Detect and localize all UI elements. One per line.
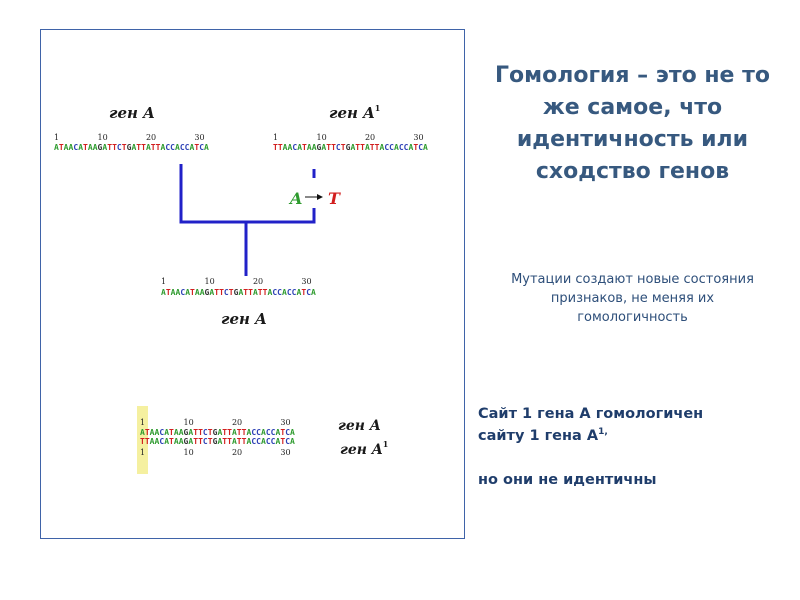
- homology-note-line1: Сайт 1 гена А гомологичен: [478, 406, 704, 422]
- site1-highlight: [137, 406, 148, 474]
- align-bottom-tick-30: 30: [280, 448, 290, 457]
- homology-note-sup: 1,: [598, 427, 608, 438]
- gene-a1-tick-1: 1: [273, 133, 278, 142]
- gene-a-tick-10: 10: [98, 133, 108, 142]
- mutation-from: A: [288, 189, 302, 208]
- align-gene-a-label: ген A: [338, 418, 381, 434]
- gene-a1-label: ген A1: [329, 103, 380, 122]
- align-bottom-tick-20: 20: [232, 448, 242, 457]
- gene-a-tick-1: 1: [54, 133, 59, 142]
- gene-a-label: ген A: [109, 104, 155, 122]
- gene-a-tick-20: 20: [146, 133, 156, 142]
- ancestor-gene-label: ген A: [221, 310, 267, 328]
- gene-a-sequence: ATAACATAAGATTCTGATTATTACCACCATCA: [54, 143, 209, 152]
- gene-a1-sequence: TTAACATAAGATTCTGATTATTACCACCATCA: [273, 143, 428, 152]
- gene-a1-tick-20: 20: [365, 133, 375, 142]
- align-top-tick-30: 30: [280, 418, 290, 427]
- ancestor-tick-30: 30: [301, 277, 311, 286]
- align-gene-a1-label: ген A1: [340, 439, 388, 458]
- ancestor-tick-1: 1: [161, 277, 166, 286]
- align-gene-a1-sequence: TTAACATAAGATTCTGATTATTACCACCATCA: [140, 437, 295, 446]
- ancestor-tick-20: 20: [253, 277, 263, 286]
- homology-note: Сайт 1 гена А гомологичен сайту 1 гена А…: [478, 403, 778, 447]
- homology-note-line2-text: сайту 1 гена А: [478, 428, 599, 444]
- gene-a1-tick-10: 10: [317, 133, 327, 142]
- ancestor-tick-10: 10: [205, 277, 215, 286]
- align-gene-a-sequence: ATAACATAAGATTCTGATTATTACCACCATCA: [140, 428, 295, 437]
- ancestor-sequence: ATAACATAAGATTCTGATTATTACCACCATCA: [161, 288, 316, 297]
- page-title: Гомология – это не то же самое, что иден…: [494, 63, 771, 184]
- align-top-tick-1: 1: [140, 418, 145, 427]
- align-bottom-tick-10: 10: [184, 448, 194, 457]
- identity-note: но они не идентичны: [478, 472, 657, 488]
- mutation-arrow-head: [317, 194, 323, 200]
- align-bottom-tick-1: 1: [140, 448, 145, 457]
- gene-a-tick-30: 30: [194, 133, 204, 142]
- gene-a1-tick-30: 30: [413, 133, 423, 142]
- mutation-to: T: [328, 189, 341, 208]
- align-top-tick-10: 10: [184, 418, 194, 427]
- align-top-tick-20: 20: [232, 418, 242, 427]
- page-subtitle: Мутации создают новые состояния признако…: [511, 272, 754, 325]
- homology-note-line2: сайту 1 гена А1,: [478, 425, 778, 447]
